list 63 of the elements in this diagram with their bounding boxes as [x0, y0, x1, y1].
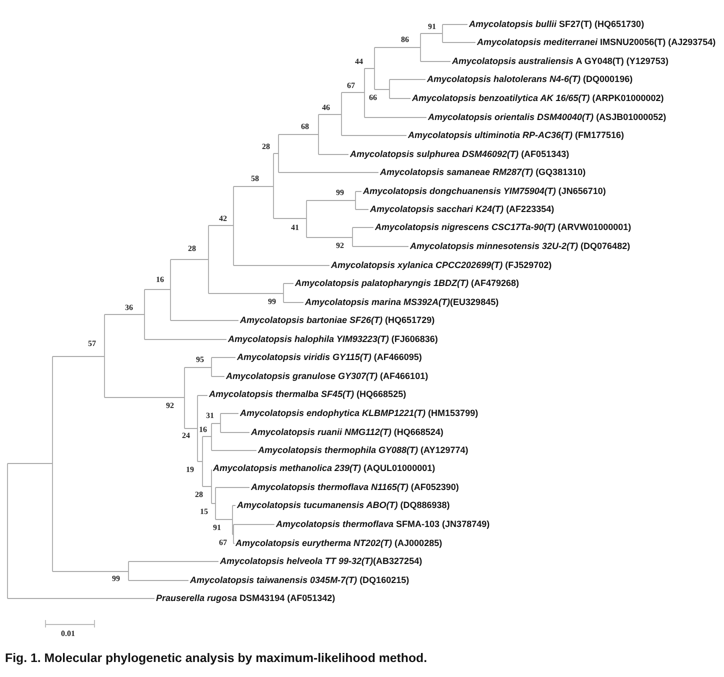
taxon-label: Amycolatopsis tucumanensis ABO(T) (DQ886938) — [237, 500, 450, 510]
taxon-label: Amycolatopsis ruanii NMG112(T) (HQ668524) — [251, 426, 444, 438]
taxon-label: Amycolatopsis australiensis A GY048(T) (Y129753) — [452, 56, 668, 66]
bootstrap-value: 58 — [251, 174, 259, 182]
taxon-label: Amycolatopsis sulphurea DSM46092(T) (AF051343) — [350, 148, 570, 160]
bootstrap-value: 86 — [401, 34, 409, 44]
taxon-label: Amycolatopsis ultiminotia RP-AC36(T) (FM177516) — [408, 130, 624, 140]
taxon-label: Prauserella rugosa DSM43194 (AF051342) — [156, 592, 336, 604]
taxon-label: Amycolatopsis dongchuanensis YIM75904(T) (JN656710) — [363, 186, 606, 196]
bootstrap-value: 91 — [428, 22, 436, 30]
taxon-label: Amycolatopsis thermalba SF45(T) (HQ668525) — [209, 389, 406, 400]
figure-caption: Fig. 1. Molecular phylogenetic analysis by maximum-likelihood method. — [5, 651, 428, 666]
taxon-label: Amycolatopsis xylanica CPCC202699(T) (FJ529702) — [331, 260, 552, 270]
taxon-label: Amycolatopsis granulose GY307(T) (AF466101) — [226, 370, 428, 382]
bootstrap-value: 16 — [156, 274, 164, 284]
bootstrap-value: 24 — [182, 430, 190, 440]
taxon-label: Amycolatopsis benzoatilytica AK 16/65(T) (ARPK01000002) — [412, 92, 664, 104]
bootstrap-value: 92 — [166, 400, 174, 410]
bootstrap-value: 99 — [268, 296, 276, 306]
taxon-label: Amycolatopsis helveola TT 99-32(T)(AB327254) — [220, 556, 422, 566]
taxon-label: Amycolatopsis thermoflava N1165(T) (AF052390) — [251, 482, 459, 492]
bootstrap-value: 92 — [336, 240, 344, 250]
taxon-label: Amycolatopsis sacchari K24(T) (AF223354) — [370, 204, 554, 214]
taxon-label: Amycolatopsis eurytherma NT202(T) (AJ000285) — [236, 538, 442, 548]
taxon-label: Amycolatopsis palatopharyngis 1BDZ(T) (AF479268) — [295, 278, 520, 288]
bootstrap-value: 91 — [213, 522, 221, 532]
taxon-label: Amycolatopsis endophytica KLBMP1221(T) (HM153799) — [240, 408, 478, 418]
bootstrap-value: 16 — [199, 424, 207, 434]
bootstrap-value: 28 — [188, 244, 196, 252]
taxon-label: Amycolatopsis methanolica 239(T) (AQUL01000001) — [213, 463, 436, 474]
bootstrap-value: 28 — [262, 142, 270, 150]
bootstrap-value: 67 — [347, 80, 355, 90]
bootstrap-value: 41 — [291, 222, 299, 232]
taxon-label: Amycolatopsis bartoniae SF26(T) (HQ651729) — [240, 314, 435, 326]
taxon-label: Amycolatopsis viridis GY115(T) (AF466095) — [237, 352, 422, 362]
bootstrap-value: 68 — [301, 122, 309, 130]
bootstrap-value: 67 — [219, 538, 227, 546]
bootstrap-value: 46 — [322, 102, 330, 112]
bootstrap-value: 95 — [196, 354, 204, 364]
bootstrap-value: 15 — [200, 506, 208, 516]
taxon-label: Amycolatopsis taiwanensis 0345M-7(T) (DQ160215) — [190, 574, 410, 586]
taxon-label: Amycolatopsis nigrescens CSC17Ta-90(T) (ARVW01000001) — [375, 222, 632, 232]
taxon-label: Amycolatopsis samaneae RM287(T) (GQ381310) — [380, 166, 586, 178]
taxon-label: Amycolatopsis mediterranei IMSNU20056(T) (AJ293754) — [477, 36, 716, 48]
bootstrap-value: 44 — [355, 56, 363, 66]
taxon-label: Amycolatopsis marina MS392A(T)(EU329845) — [305, 296, 499, 308]
taxon-label: Amycolatopsis bullii SF27(T) (HQ651730) — [469, 18, 644, 30]
bootstrap-value: 36 — [125, 302, 133, 312]
taxon-label: Amycolatopsis minnesotensis 32U-2(T) (DQ076482) — [410, 240, 630, 252]
bootstrap-value: 31 — [206, 410, 214, 420]
taxon-label: Amycolatopsis orientalis DSM40040(T) (ASJB01000052) — [428, 112, 666, 122]
bootstrap-value: 99 — [336, 188, 344, 196]
bootstrap-value: 66 — [369, 92, 377, 102]
bootstrap-value: 42 — [219, 214, 227, 222]
bootstrap-value: 99 — [112, 574, 120, 582]
bootstrap-value: 28 — [195, 490, 203, 498]
bootstrap-value: 57 — [88, 338, 96, 348]
taxon-label: Amycolatopsis halotolerans N4-6(T) (DQ000196) — [427, 74, 633, 84]
taxon-label: Amycolatopsis thermoflava SFMA-103 (JN378749) — [276, 518, 490, 530]
scale-value: 0.01 — [61, 628, 75, 638]
taxon-label: Amycolatopsis halophila YIM93223(T) (FJ606836) — [228, 334, 438, 344]
taxon-label: Amycolatopsis thermophila GY088(T) (AY129774) — [258, 444, 468, 456]
bootstrap-value: 19 — [186, 464, 194, 474]
